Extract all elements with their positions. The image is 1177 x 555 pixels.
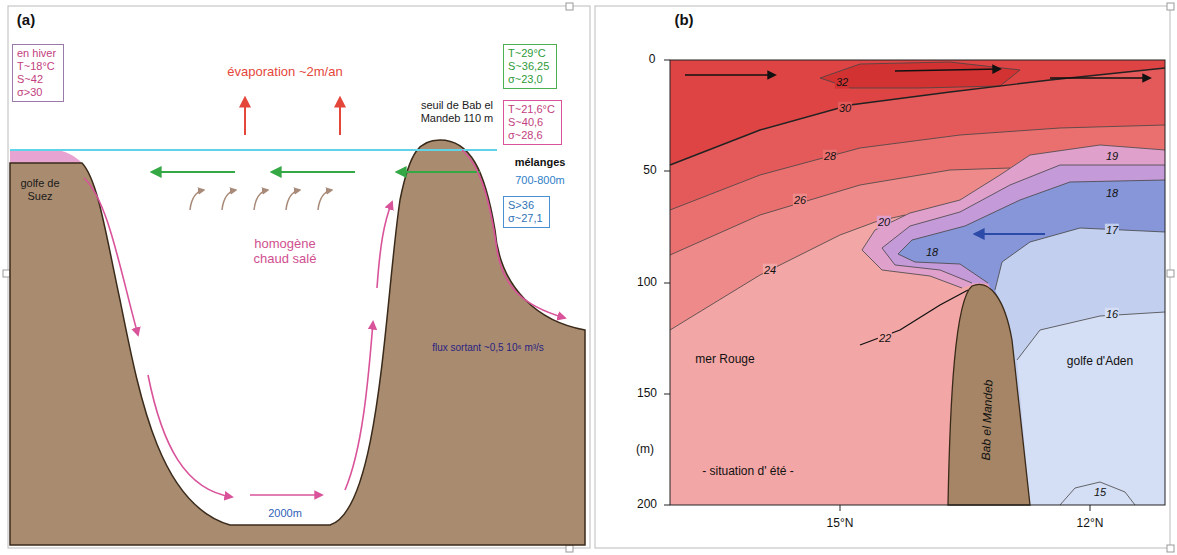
isotherm-label: 19 xyxy=(1105,150,1119,163)
isotherm-label: 32 xyxy=(835,76,849,89)
isotherm-label: 24 xyxy=(763,264,777,277)
temperature-field xyxy=(670,60,1165,505)
annotation: Bab el Mandeb xyxy=(980,378,997,461)
isotherm-label: 18 xyxy=(1105,187,1119,200)
property-text: σ~28,6 xyxy=(508,129,557,142)
axis-label: 12°N xyxy=(1076,517,1105,531)
axis-label: 0 xyxy=(648,53,657,67)
annotation: 700-800m xyxy=(514,174,566,187)
seabed xyxy=(10,140,585,545)
frame-handles xyxy=(3,3,1174,552)
property-text: S~36,25 xyxy=(508,60,552,73)
isotherm-label: 18 xyxy=(925,246,939,259)
annotation: 2000m xyxy=(267,507,303,520)
annotation: seuil de Bab el Mandeb 110 m xyxy=(417,99,497,124)
axes xyxy=(664,60,1165,511)
axis-label: 15°N xyxy=(826,517,855,531)
property-text: σ~27,1 xyxy=(508,212,545,225)
annotation: - situation d' été - xyxy=(701,465,795,479)
property-text: T~18°C xyxy=(17,60,59,73)
annotation: homogène chaud salé xyxy=(252,237,318,267)
axis-label: 150 xyxy=(636,387,658,401)
sea-surface xyxy=(10,149,497,151)
property-box: T~21,6°CS~40,6σ~28,6 xyxy=(503,100,562,145)
isotherms xyxy=(670,62,1165,505)
annotation: golfe d'Aden xyxy=(1066,355,1134,369)
annotation: évaporation ~2m/an xyxy=(226,65,343,80)
property-box: en hiverT~18°CS~42σ>30 xyxy=(12,44,64,102)
isotherm-label: 22 xyxy=(878,332,892,345)
axis-label: 200 xyxy=(636,498,658,512)
annotation: flux sortant ~0,5 10⁶ m³/s xyxy=(431,342,545,354)
isotherm-label: 15 xyxy=(1093,486,1107,499)
axis-label: 100 xyxy=(636,276,658,290)
property-box: S>36σ~27,1 xyxy=(503,196,550,228)
panel-frame xyxy=(8,6,590,548)
annotation: mélanges xyxy=(514,156,567,169)
annotation: golfe de Suez xyxy=(18,177,62,202)
property-text: en hiver xyxy=(17,47,59,60)
isotherm-label: 20 xyxy=(877,216,891,229)
evaporation-arrows xyxy=(245,98,340,135)
isotherm-label: 26 xyxy=(793,194,807,207)
suez-water xyxy=(10,150,82,163)
circulation-arrows xyxy=(84,150,565,497)
property-text: S>36 xyxy=(508,199,545,212)
property-text: T~21,6°C xyxy=(508,103,557,116)
sill xyxy=(948,284,1030,505)
property-text: T~29°C xyxy=(508,47,552,60)
isotherm-label: 17 xyxy=(1105,224,1119,237)
isotherm-label: 28 xyxy=(823,150,837,163)
property-text: S~40,6 xyxy=(508,116,557,129)
annotation: (a) xyxy=(16,11,36,28)
property-text: σ>30 xyxy=(17,86,59,99)
axis-label: 50 xyxy=(642,164,657,178)
property-text: σ~23,0 xyxy=(508,73,552,86)
surface-flow-arrows xyxy=(685,69,1150,78)
property-box: T~29°CS~36,25σ~23,0 xyxy=(503,44,557,89)
inflow-arrows xyxy=(152,171,480,173)
isotherm-label: 30 xyxy=(838,102,852,115)
property-text: S~42 xyxy=(17,73,59,86)
annotation: (b) xyxy=(673,11,694,28)
intrusion-arrow xyxy=(975,233,1045,235)
isotherm-label: 16 xyxy=(1105,308,1119,321)
panel-frame xyxy=(595,6,1170,548)
axis-label: (m) xyxy=(635,443,655,457)
mixing-arrows xyxy=(190,190,332,210)
annotation: mer Rouge xyxy=(694,353,755,367)
